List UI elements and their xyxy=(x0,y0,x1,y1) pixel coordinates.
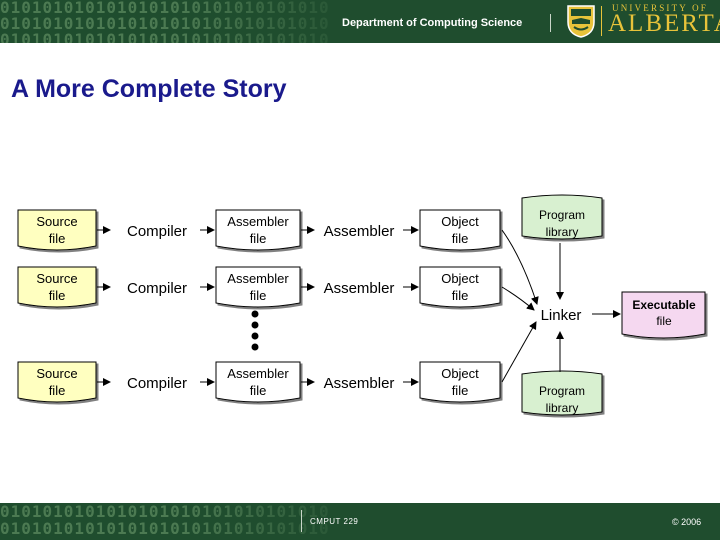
object-file-label: file xyxy=(452,288,469,303)
logo-divider xyxy=(601,6,602,36)
slide-title: A More Complete Story xyxy=(11,75,287,103)
compiler-label: Compiler xyxy=(127,280,187,297)
footer-divider xyxy=(301,510,302,532)
assembler-file-label: Assembler xyxy=(227,366,289,381)
pipeline-row: Source file Compiler Assembler file Assembler… xyxy=(17,209,501,251)
source-file-label: Source xyxy=(36,366,77,381)
assembler-file-label: Assembler xyxy=(227,271,289,286)
course-code: CMPUT 229 xyxy=(310,517,359,526)
assembler-file-label: file xyxy=(250,383,267,398)
continuation-dots xyxy=(251,310,259,351)
department-name: Department of Computing Science xyxy=(342,17,523,29)
program-library-top: Program library xyxy=(521,194,603,240)
assembler-file-label: file xyxy=(250,231,267,246)
program-library-bottom: Program library xyxy=(521,370,603,416)
object-file-label: Object xyxy=(441,214,479,229)
footer-banner: 0101010101010101010101010101010101010101… xyxy=(0,503,720,540)
linker-label: Linker xyxy=(541,307,582,324)
object-file-label: Object xyxy=(441,271,479,286)
assembler-file-label: file xyxy=(250,288,267,303)
assembler-label: Assembler xyxy=(324,375,395,392)
compiler-label: Compiler xyxy=(127,223,187,240)
assembler-file-label: Assembler xyxy=(227,214,289,229)
university-crest-icon xyxy=(567,5,595,38)
library-label: Program xyxy=(539,208,585,222)
executable-file: Executable file xyxy=(621,291,706,339)
library-label: library xyxy=(546,401,579,415)
object-to-linker-arrows xyxy=(501,229,539,383)
object-file-label: file xyxy=(452,383,469,398)
source-file-label: file xyxy=(49,383,66,398)
executable-label: Executable xyxy=(632,298,696,312)
assembler-label: Assembler xyxy=(324,223,395,240)
assembler-label: Assembler xyxy=(324,280,395,297)
header-divider xyxy=(550,14,551,32)
pipeline-row: Source file Compiler Assembler file Assembler… xyxy=(17,361,501,403)
university-label: UNIVERSITY OF xyxy=(612,3,709,13)
source-file-label: Source xyxy=(36,214,77,229)
compiler-label: Compiler xyxy=(127,375,187,392)
library-label: Program xyxy=(539,384,585,398)
object-file-label: Object xyxy=(441,366,479,381)
copyright: © 2006 xyxy=(672,517,702,527)
pipeline-row: Source file Compiler Assembler file Assembler… xyxy=(17,266,501,308)
library-label: library xyxy=(546,225,579,239)
source-file-label: file xyxy=(49,288,66,303)
object-file-label: file xyxy=(452,231,469,246)
executable-label: file xyxy=(656,314,672,328)
header-banner: 0101010101010101010101010101010101010101… xyxy=(0,0,720,43)
source-file-label: file xyxy=(49,231,66,246)
source-file-label: Source xyxy=(36,271,77,286)
